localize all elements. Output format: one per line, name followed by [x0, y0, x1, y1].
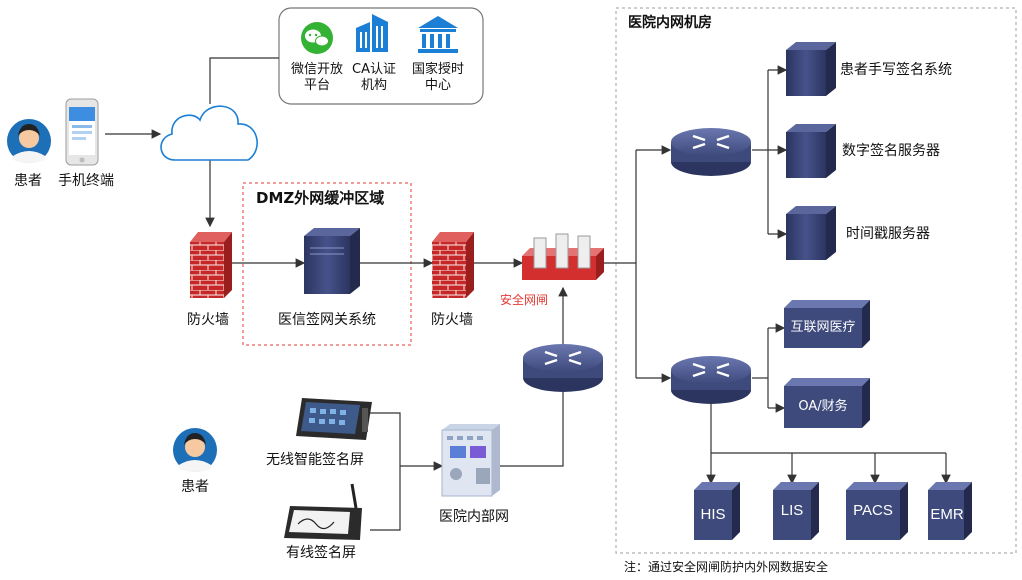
phone-icon	[65, 98, 99, 166]
firewall-right-icon	[432, 232, 474, 298]
intranet-region	[615, 7, 1017, 554]
wired-screen-label: 有线签名屏	[286, 545, 356, 561]
system-box-his	[694, 482, 740, 540]
wired-tablet-icon	[284, 483, 362, 540]
system-box-lis	[773, 482, 819, 540]
router-bottom-left-icon	[523, 344, 603, 392]
footnote: 注：通过安全网闸防护内外网数据安全	[624, 560, 829, 574]
router-bottom-icon	[671, 356, 751, 404]
app-label-oa-finance: OA/财务	[798, 399, 848, 414]
dmz-region	[242, 182, 412, 346]
security-gateway-label: 安全网闸	[500, 293, 549, 307]
app-box-oa-finance	[784, 378, 870, 428]
system-box-pacs	[846, 482, 908, 540]
server-timestamp-icon	[786, 206, 836, 260]
system-label-emr: EMR	[930, 506, 964, 523]
app-label-internet-medical: 互联网医疗	[790, 320, 856, 335]
system-label-lis: LIS	[780, 502, 804, 519]
server-label-digital: 数字签名服务器	[842, 143, 940, 159]
government-icon	[418, 16, 458, 53]
firewall-left-icon	[190, 232, 232, 298]
hospital-building-icon	[441, 424, 500, 497]
intranet-title: 医院内网机房	[628, 15, 712, 31]
system-label-his: HIS	[700, 506, 726, 523]
patient-label-top: 患者	[14, 173, 42, 189]
dmz-title: DMZ外网缓冲区域	[256, 189, 385, 207]
patient-label-bottom: 患者	[181, 479, 209, 495]
wireless-tablet-icon	[296, 398, 372, 440]
security-gate-icon	[522, 233, 604, 280]
system-label-pacs: PACS	[853, 502, 893, 519]
connection-lines	[105, 57, 951, 531]
firewall-left-label: 防火墙	[187, 312, 229, 328]
router-top-icon	[671, 128, 751, 176]
server-label-timestamp: 时间戳服务器	[846, 226, 930, 242]
app-box-internet-medical	[784, 300, 870, 348]
wechat-icon	[301, 22, 333, 54]
patient-avatar-top	[7, 119, 51, 163]
service-label-time-center: 国家授时 中心	[411, 62, 464, 93]
server-signature-icon	[786, 42, 836, 96]
building-icon	[356, 14, 388, 52]
cloud-icon	[160, 105, 258, 161]
service-label-ca: CA认证 机构	[352, 62, 396, 93]
patient-avatar-bottom	[173, 428, 217, 472]
firewall-right-label: 防火墙	[431, 312, 473, 328]
service-label-wechat: 微信开放 平台	[290, 62, 343, 93]
wireless-screen-label: 无线智能签名屏	[266, 452, 364, 468]
internal-network-label: 医院内部网	[439, 509, 509, 525]
gateway-server-icon	[304, 228, 360, 294]
server-digital-icon	[786, 124, 836, 178]
system-box-emr	[928, 482, 972, 540]
mobile-terminal-label: 手机终端	[58, 173, 114, 189]
gateway-system-label: 医信签网关系统	[278, 312, 376, 328]
server-label-signature: 患者手写签名系统	[840, 62, 952, 78]
